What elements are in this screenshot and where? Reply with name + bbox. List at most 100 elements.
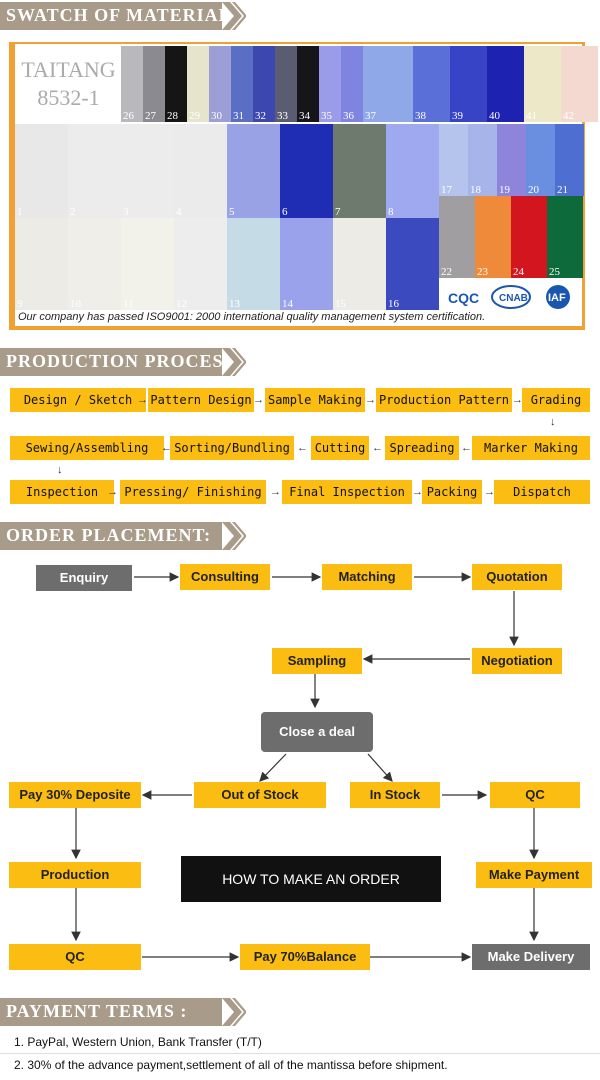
arrow-left-icon: ← (297, 442, 308, 454)
swatch-number: 23 (477, 266, 488, 278)
swatch-number: 4 (176, 206, 182, 218)
swatch-number: 11 (123, 298, 134, 310)
fabric-swatch: 25 (547, 196, 583, 278)
process-pattern-design: Pattern Design (148, 388, 254, 412)
section-title: PRODUCTION PROCESS: (6, 351, 242, 371)
swatch-number: 24 (513, 266, 524, 278)
fabric-number: 8532-1 (37, 85, 100, 110)
swatch-number: 27 (145, 110, 156, 122)
fabric-swatch: 38 (413, 46, 450, 122)
swatch-number: 26 (123, 110, 134, 122)
swatch-number: 12 (176, 298, 187, 310)
fabric-swatch: 9 (15, 218, 68, 310)
arrow-down-icon: ↓ (57, 464, 63, 476)
step-quotation: Quotation (472, 564, 562, 590)
swatch-number: 42 (563, 110, 574, 122)
step-production: Production (9, 862, 141, 888)
fabric-swatch: 11 (121, 218, 174, 310)
swatch-number: 5 (229, 206, 235, 218)
fabric-swatch: 7 (333, 124, 386, 218)
fabric-swatch: 37 (363, 46, 413, 122)
fabric-code: TAITANG 8532-1 (16, 56, 121, 112)
svg-text:CQC: CQC (448, 290, 479, 306)
fabric-swatch: 28 (165, 46, 187, 122)
payment-term-1: 1. PayPal, Western Union, Bank Transfer … (14, 1035, 262, 1049)
section-banner-payment: PAYMENT TERMS : (0, 996, 600, 1028)
swatch-number: 33 (277, 110, 288, 122)
fabric-swatch: 36 (341, 46, 363, 122)
swatch-number: 40 (489, 110, 500, 122)
fabric-swatch: 1 (15, 124, 68, 218)
fabric-swatch: 39 (450, 46, 487, 122)
cqc-logo: CQC (448, 290, 479, 306)
chevron-right-icon (222, 2, 246, 30)
swatch-number: 6 (282, 206, 288, 218)
step-pay-deposit: Pay 30% Deposite (9, 782, 141, 808)
swatch-number: 8 (388, 206, 394, 218)
fabric-swatch: 4 (174, 124, 227, 218)
step-in-stock: In Stock (350, 782, 440, 808)
arrow-left-icon: ← (461, 442, 472, 454)
section-title: PAYMENT TERMS : (6, 1001, 188, 1021)
swatch-number: 2 (70, 206, 76, 218)
iaf-logo: IAF (546, 285, 570, 309)
chevron-right-icon (222, 522, 246, 550)
fabric-swatch: 29 (187, 46, 209, 122)
arrow-down-icon: ↓ (550, 416, 556, 428)
step-qc-right: QC (490, 782, 580, 808)
process-pressing-finishing: Pressing/ Finishing (120, 480, 266, 504)
payment-term-2: 2. 30% of the advance payment,settlement… (14, 1058, 448, 1072)
swatch-number: 41 (526, 110, 537, 122)
arrow-right-icon: → (270, 486, 281, 498)
step-consulting: Consulting (180, 564, 270, 590)
fabric-swatch: 16 (386, 218, 439, 310)
order-flow-arrows (71, 572, 539, 962)
fabric-swatch: 35 (319, 46, 341, 122)
swatch-number: 3 (123, 206, 129, 218)
swatch-number: 20 (528, 184, 539, 196)
swatch-number: 18 (470, 184, 481, 196)
svg-text:IAF: IAF (548, 292, 566, 304)
swatch-number: 29 (189, 110, 200, 122)
fabric-swatch: 15 (333, 218, 386, 310)
swatch-number: 15 (335, 298, 346, 310)
process-marker-making: Marker Making (472, 436, 590, 460)
fabric-swatch: 17 (439, 124, 468, 196)
swatch-number: 32 (255, 110, 266, 122)
swatch-number: 31 (233, 110, 244, 122)
fabric-swatch: 34 (297, 46, 319, 122)
swatch-number: 19 (499, 184, 510, 196)
arrow-left-icon: ← (372, 442, 383, 454)
swatch-number: 9 (17, 298, 23, 310)
fabric-swatch: 42 (561, 46, 598, 122)
arrow-right-icon: → (412, 486, 423, 498)
swatch-number: 36 (343, 110, 354, 122)
step-close-a-deal: Close a deal (261, 712, 373, 752)
process-dispatch: Dispatch (494, 480, 590, 504)
swatch-number: 14 (282, 298, 293, 310)
fabric-swatch: 24 (511, 196, 547, 278)
swatch-number: 35 (321, 110, 332, 122)
process-packing: Packing (422, 480, 482, 504)
cnab-logo: CNAB (491, 285, 531, 309)
arrow-right-icon: → (484, 486, 495, 498)
fabric-swatch: 18 (468, 124, 497, 196)
swatch-number: 17 (441, 184, 452, 196)
fabric-swatch: 10 (68, 218, 121, 310)
fabric-swatch: 2 (68, 124, 121, 218)
fabric-swatch: 21 (555, 124, 584, 196)
fabric-swatch: 32 (253, 46, 275, 122)
fabric-swatch: 19 (497, 124, 526, 196)
fabric-swatch: 14 (280, 218, 333, 310)
process-final-inspection: Final Inspection (282, 480, 412, 504)
arrow-right-icon: → (253, 394, 264, 406)
process-sewing-assembling: Sewing/Assembling (10, 436, 164, 460)
swatch-number: 16 (388, 298, 399, 310)
fabric-swatch: 31 (231, 46, 253, 122)
process-inspection: Inspection (10, 480, 114, 504)
swatch-number: 37 (365, 110, 376, 122)
step-negotiation: Negotiation (472, 648, 562, 674)
swatch-number: 22 (441, 266, 452, 278)
swatch-number: 38 (415, 110, 426, 122)
swatch-number: 28 (167, 110, 178, 122)
